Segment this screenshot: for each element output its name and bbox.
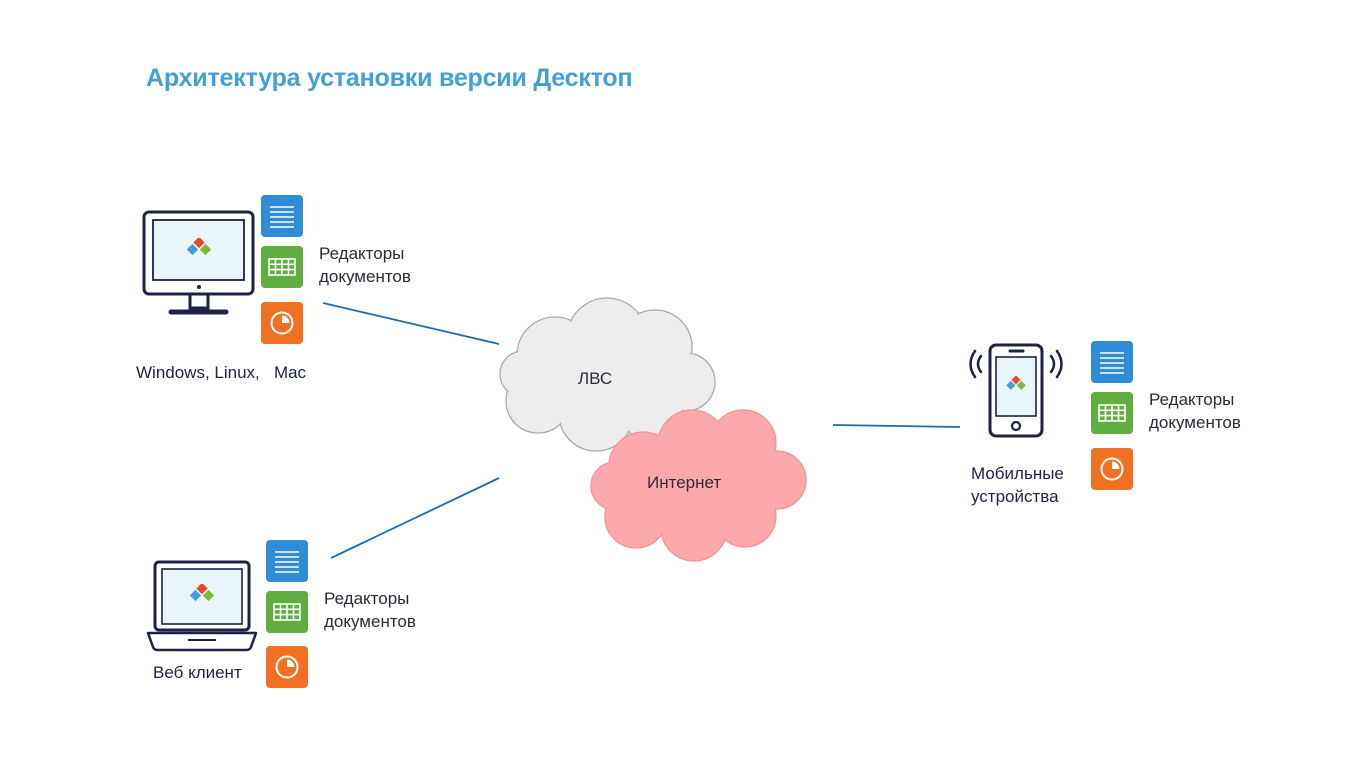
presentation-editor-icon [1091, 448, 1133, 490]
mobile-editors-label: Редакторы документов [1149, 388, 1241, 434]
editors-line-1: Редакторы [1149, 390, 1235, 409]
link-desktop-lan [322, 302, 500, 345]
mobile-label-line-1: Мобильные [971, 464, 1064, 483]
editors-line-2: документов [319, 267, 411, 286]
spreadsheet-editor-icon [266, 591, 308, 633]
lan-cloud [499, 297, 716, 452]
document-editor-icon [266, 540, 308, 582]
link-web-lan [330, 477, 500, 559]
laptop-icon [146, 560, 258, 652]
document-editor-icon [1091, 341, 1133, 383]
presentation-editor-icon [266, 646, 308, 688]
spreadsheet-editor-icon [1091, 392, 1133, 434]
desktop-monitor-icon [142, 210, 255, 315]
mobile-devices-label: Мобильные устройства [971, 462, 1064, 508]
link-internet-mobile [832, 424, 961, 428]
mobile-phone-icon [969, 343, 1063, 438]
diagram-title: Архитектура установки версии Десктоп [146, 64, 633, 92]
internet-cloud [590, 409, 807, 562]
web-editors-label: Редакторы документов [324, 587, 416, 633]
document-editor-icon [261, 195, 303, 237]
lan-label: ЛВС [578, 369, 613, 388]
editors-line-2: документов [324, 612, 416, 631]
editors-line-2: документов [1149, 413, 1241, 432]
internet-label: Интернет [647, 473, 722, 492]
desktop-os-label: Windows, Linux, Mac [136, 363, 307, 382]
presentation-editor-icon [261, 302, 303, 344]
mobile-label-line-2: устройства [971, 487, 1059, 506]
editors-line-1: Редакторы [324, 589, 410, 608]
desktop-editors-label: Редакторы документов [319, 242, 411, 288]
editors-line-1: Редакторы [319, 244, 405, 263]
web-client-label: Веб клиент [153, 663, 242, 682]
spreadsheet-editor-icon [261, 246, 303, 288]
